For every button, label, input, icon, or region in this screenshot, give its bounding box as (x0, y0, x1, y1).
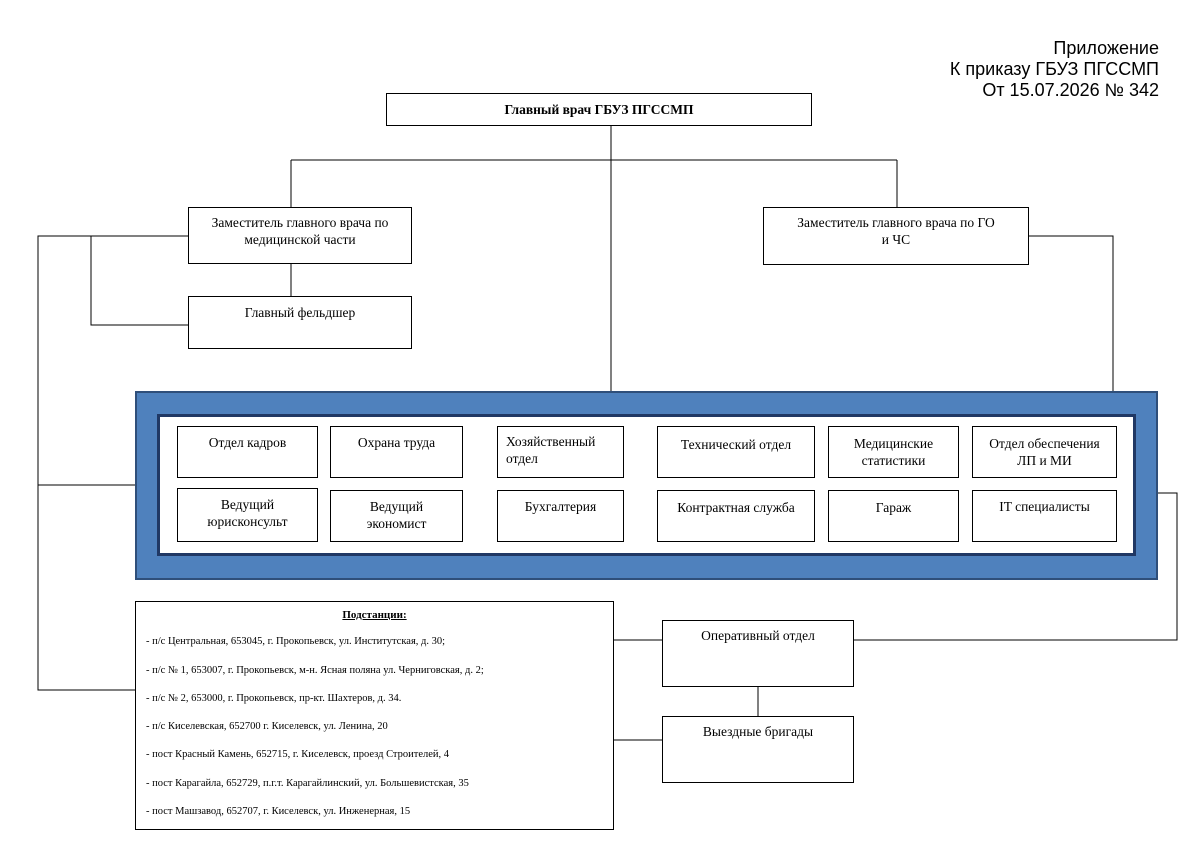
dept-technical-label: Технический отдел (680, 437, 792, 452)
dept-garage-box: Гараж (828, 490, 959, 542)
dept-economic-box: Хозяйственный отдел (497, 426, 624, 478)
appendix-date: От 15.07.2026 № 342 (982, 80, 1159, 100)
operations-dept-box: Оперативный отдел (662, 620, 854, 687)
dept-contract-label: Контрактная служба (677, 500, 795, 515)
substations-title: Подстанции: (342, 609, 407, 621)
substation-item: - п/с № 2, 653000, г. Прокопьевск, пр-кт… (146, 693, 402, 704)
deputy-go-label: Заместитель главного врача по ГО и ЧС (797, 215, 995, 247)
dept-accounting-label: Бухгалтерия (524, 499, 597, 514)
connector-line (854, 492, 1178, 641)
substation-item: - пост Карагайла, 652729, п.г.т. Карагай… (146, 778, 469, 789)
substation-item: - п/с № 1, 653007, г. Прокопьевск, м-н. … (146, 665, 484, 676)
field-brigades-box: Выездные бригады (662, 716, 854, 783)
dept-accounting-box: Бухгалтерия (497, 490, 624, 542)
dept-hr-box: Отдел кадров (177, 426, 318, 478)
dept-labor-safety-label: Охрана труда (357, 435, 436, 450)
dept-legal-label: Ведущий юрисконсульт (207, 497, 288, 529)
connector-line (37, 235, 188, 691)
substation-item: - пост Красный Камень, 652715, г. Киселе… (146, 749, 450, 760)
dept-legal-box: Ведущий юрисконсульт (177, 488, 318, 542)
appendix-header: Приложение К приказу ГБУЗ ПГССМП От 15.0… (759, 38, 1159, 101)
appendix-title: Приложение (1053, 38, 1159, 58)
substation-item: - п/с Центральная, 653045, г. Прокопьевс… (146, 636, 446, 647)
dept-med-stats-box: Медицинские статистики (828, 426, 959, 478)
chief-paramedic-box: Главный фельдшер (188, 296, 412, 349)
substations-box: Подстанции: - п/с Центральная, 653045, г… (135, 601, 614, 830)
dept-it-label: IT специалисты (999, 499, 1090, 514)
dept-supply-box: Отдел обеспечения ЛП и МИ (972, 426, 1117, 478)
chief-doctor-label: Главный врач ГБУЗ ПГССМП (504, 102, 694, 117)
dept-supply-label: Отдел обеспечения ЛП и МИ (989, 436, 1100, 468)
appendix-order: К приказу ГБУЗ ПГССМП (949, 59, 1159, 79)
substation-item: - пост Машзавод, 652707, г. Киселевск, у… (146, 806, 411, 817)
field-brigades-label: Выездные бригады (702, 724, 814, 739)
substation-item: - п/с Киселевская, 652700 г. Киселевск, … (146, 721, 388, 732)
dept-hr-label: Отдел кадров (208, 435, 287, 450)
deputy-medical-label: Заместитель главного врача по медицинско… (211, 215, 389, 247)
dept-it-box: IT специалисты (972, 490, 1117, 542)
dept-technical-box: Технический отдел (657, 426, 815, 478)
operations-dept-label: Оперативный отдел (701, 628, 815, 643)
deputy-medical-box: Заместитель главного врача по медицинско… (188, 207, 412, 264)
connector-line (1028, 235, 1114, 391)
dept-garage-label: Гараж (875, 500, 912, 515)
dept-economic-label: Хозяйственный отдел (506, 434, 596, 466)
dept-contract-box: Контрактная служба (657, 490, 815, 542)
chief-doctor-box: Главный врач ГБУЗ ПГССМП (386, 93, 812, 126)
dept-labor-safety-box: Охрана труда (330, 426, 463, 478)
chief-paramedic-label: Главный фельдшер (244, 305, 356, 320)
connector-line (90, 236, 188, 326)
dept-med-stats-label: Медицинские статистики (853, 436, 934, 468)
deputy-go-box: Заместитель главного врача по ГО и ЧС (763, 207, 1029, 265)
dept-economist-box: Ведущий экономист (330, 490, 463, 542)
dept-economist-label: Ведущий экономист (366, 499, 427, 531)
